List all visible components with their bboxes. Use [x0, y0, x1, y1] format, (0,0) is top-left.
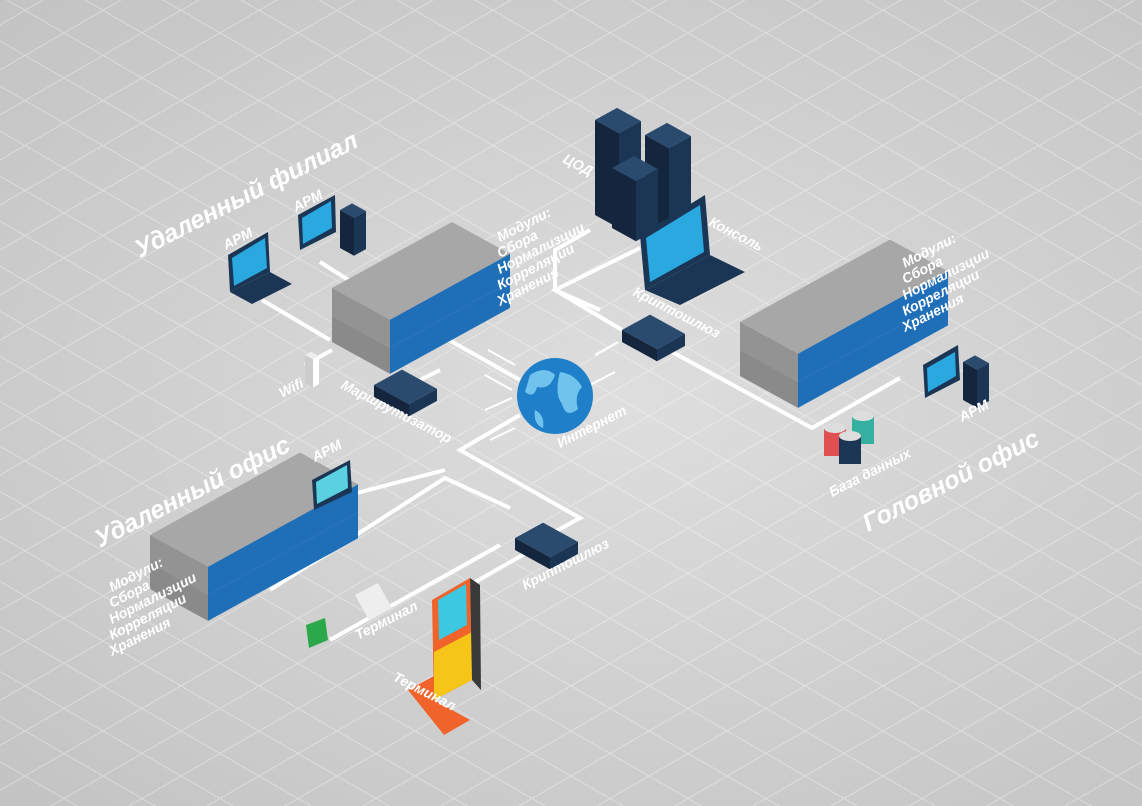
label-wifi: Wifi: [276, 374, 307, 400]
region-label-head: Головной офис: [858, 424, 1044, 537]
label-dc: ЦОД: [561, 150, 596, 178]
kiosk-side: [470, 578, 481, 690]
server-head: [740, 239, 948, 382]
kiosk-base: [408, 676, 470, 735]
cash-icon: [306, 618, 328, 648]
arm-office-screen: [316, 465, 348, 504]
arm-head-case: [963, 355, 989, 408]
arm-desktop-case: [340, 203, 366, 256]
wifi-access-point-icon: [305, 351, 319, 388]
arm-laptop-screen: [232, 238, 267, 286]
label-console: Консоль: [707, 213, 766, 254]
arm-desktop-screen: [302, 201, 332, 244]
arm-laptop-keyboard: [230, 272, 292, 304]
modules-label-branch: Модули: Сбора Нормализции Корреляции Хра…: [493, 204, 587, 309]
server-office: [150, 452, 358, 595]
router-icon: [374, 369, 437, 417]
console-screen: [646, 205, 704, 282]
cryptogate-office-icon: [515, 522, 578, 570]
server-branch: [332, 222, 510, 348]
arm-head-screen: [927, 352, 956, 392]
traffic-arrows: [484, 341, 619, 441]
pos-terminal-icon: [355, 583, 392, 620]
kiosk-lower: [434, 632, 472, 700]
console-keyboard: [645, 255, 745, 305]
cryptogate-head-icon: [622, 314, 685, 362]
dc-rack-3: [612, 155, 658, 242]
internet-globe-icon: [517, 358, 593, 434]
label-arm-office: АРМ: [308, 436, 344, 465]
database-cylinder-2: [839, 431, 861, 464]
kiosk-screen: [438, 584, 467, 640]
